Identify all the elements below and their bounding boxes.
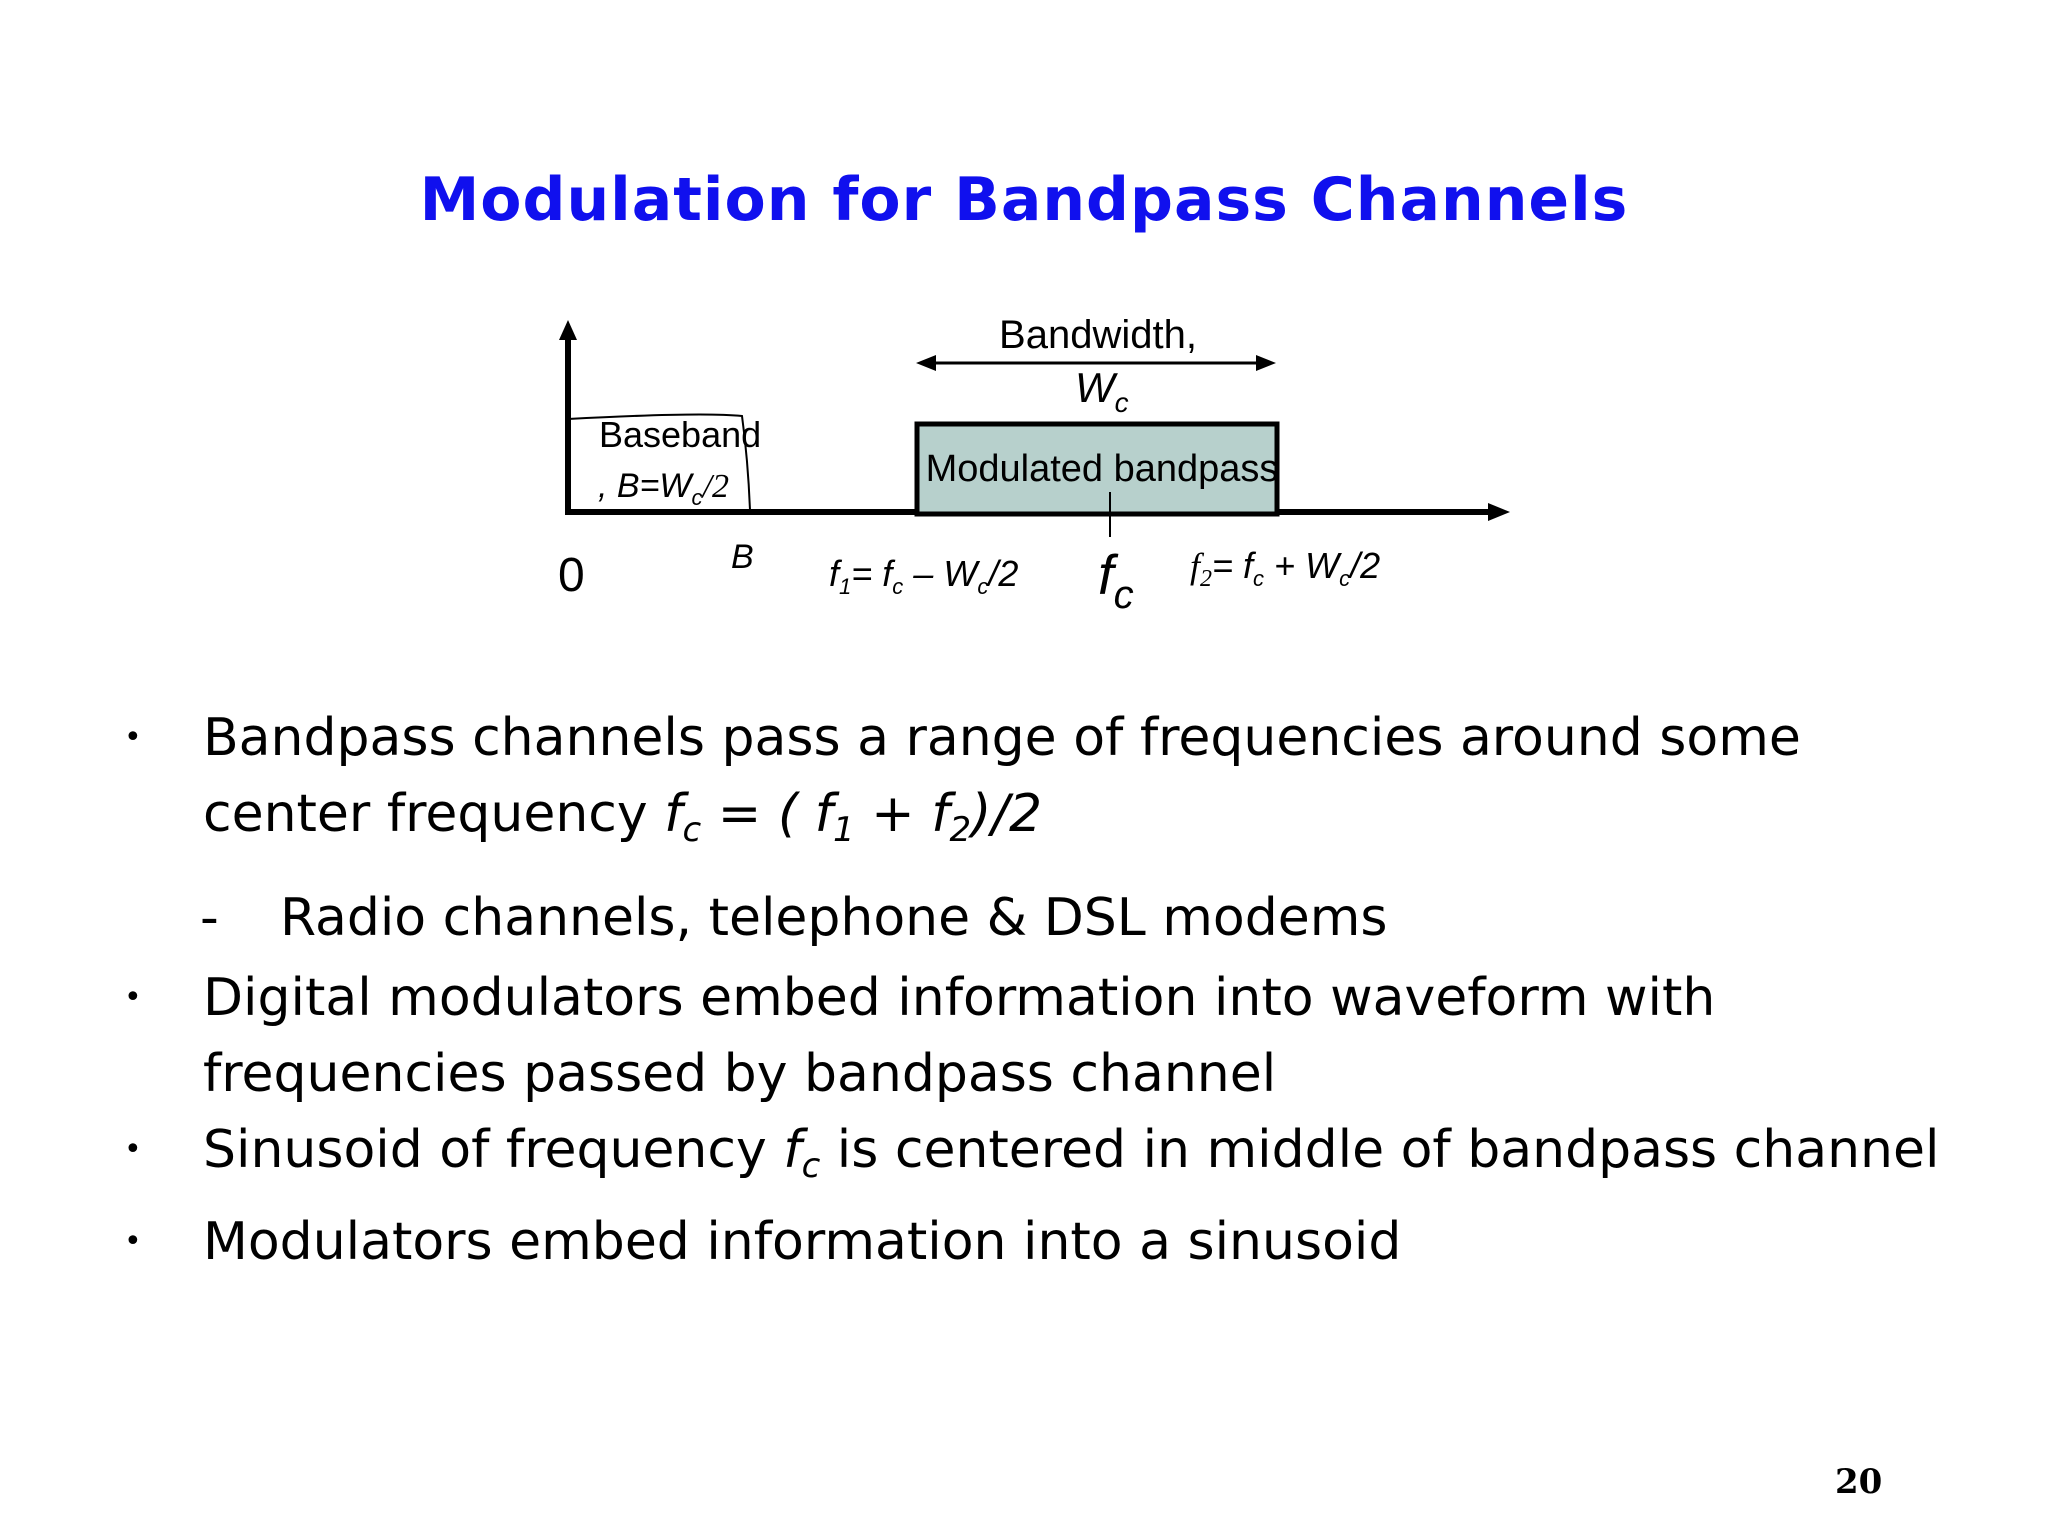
bandwidth-symbol: Wc [1075, 364, 1129, 418]
sub-bullet-item: - Radio channels, telephone & DSL modems [100, 880, 1980, 956]
bandwidth-label: Bandwidth, [999, 313, 1197, 357]
x-axis-arrowhead [1488, 503, 1510, 521]
bullet-dot: • [124, 720, 142, 755]
tick-f2: f2= fc + Wc/2 [1190, 545, 1380, 592]
spectrum-diagram: Baseband , B=Wc/2 Modulated bandpass Ban… [558, 313, 1510, 617]
bullet-dot: • [124, 980, 142, 1015]
center-frequency-formula: fc = ( f1 + f2)/2 [664, 784, 1043, 850]
baseband-label: Baseband [599, 414, 761, 455]
bandwidth-arrowhead-left [916, 355, 936, 371]
bullet-text-end: is centered in middle of bandpass channe… [820, 1120, 1940, 1180]
sub-bullet-dash: - [200, 888, 219, 948]
bullet-dot: • [124, 1224, 142, 1259]
bandwidth-arrowhead-right [1256, 355, 1276, 371]
bullet-text: Digital modulators embed information int… [203, 968, 1716, 1104]
baseband-curve [567, 413, 751, 511]
tick-b: B [731, 538, 754, 576]
modulated-bandpass-box [914, 421, 1280, 517]
tick-zero: 0 [558, 549, 585, 602]
bullet-list: • Bandpass channels pass a range of freq… [100, 700, 1980, 1280]
y-axis-arrowhead [559, 320, 577, 340]
bullet-text: Bandpass channels pass a range of freque… [203, 708, 1801, 844]
bullet-text: Sinusoid of frequency [203, 1120, 784, 1180]
modulated-bandpass-label: Modulated bandpass [926, 448, 1279, 490]
sub-bullet-text: Radio channels, telephone & DSL modems [280, 888, 1388, 948]
bullet-item: • Modulators embed information into a si… [100, 1204, 1980, 1280]
tick-fc: fc [1098, 543, 1134, 617]
page-number: 20 [1835, 1462, 1883, 1502]
bullet-item: • Bandpass channels pass a range of freq… [100, 700, 1980, 868]
bullet-item: • Digital modulators embed information i… [100, 960, 1980, 1112]
bullet-text: Modulators embed information into a sinu… [203, 1212, 1402, 1272]
baseband-formula: , B=Wc/2 [598, 467, 729, 510]
slide-title: Modulation for Bandpass Channels [419, 165, 1629, 235]
tick-f1: f1= fc – Wc/2 [829, 553, 1018, 599]
bullet-dot: • [124, 1132, 142, 1167]
bullet-item: • Sinusoid of frequency fc is centered i… [100, 1112, 1980, 1204]
fc-symbol: fc [783, 1120, 821, 1186]
